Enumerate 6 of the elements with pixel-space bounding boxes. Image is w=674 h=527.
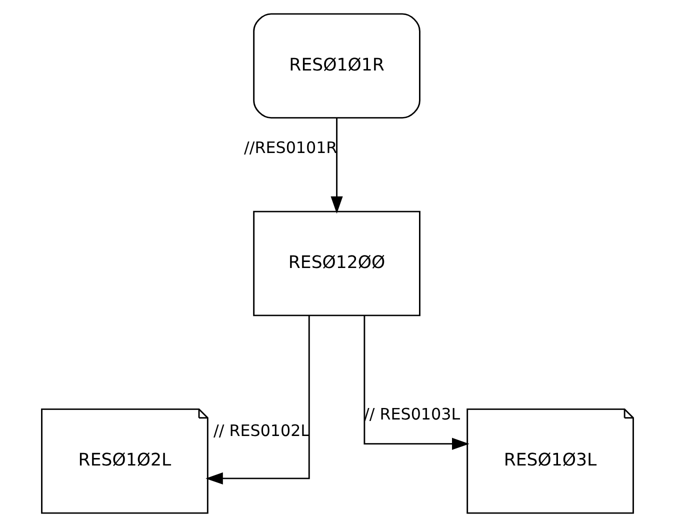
arrow xyxy=(363,316,469,450)
edge-label: // RES0102L xyxy=(212,420,310,440)
node-box: RESØ12ØØ xyxy=(252,210,420,316)
arrow xyxy=(330,118,342,214)
arrow xyxy=(205,316,310,485)
node-box: RESØ1Ø1R xyxy=(252,13,420,119)
